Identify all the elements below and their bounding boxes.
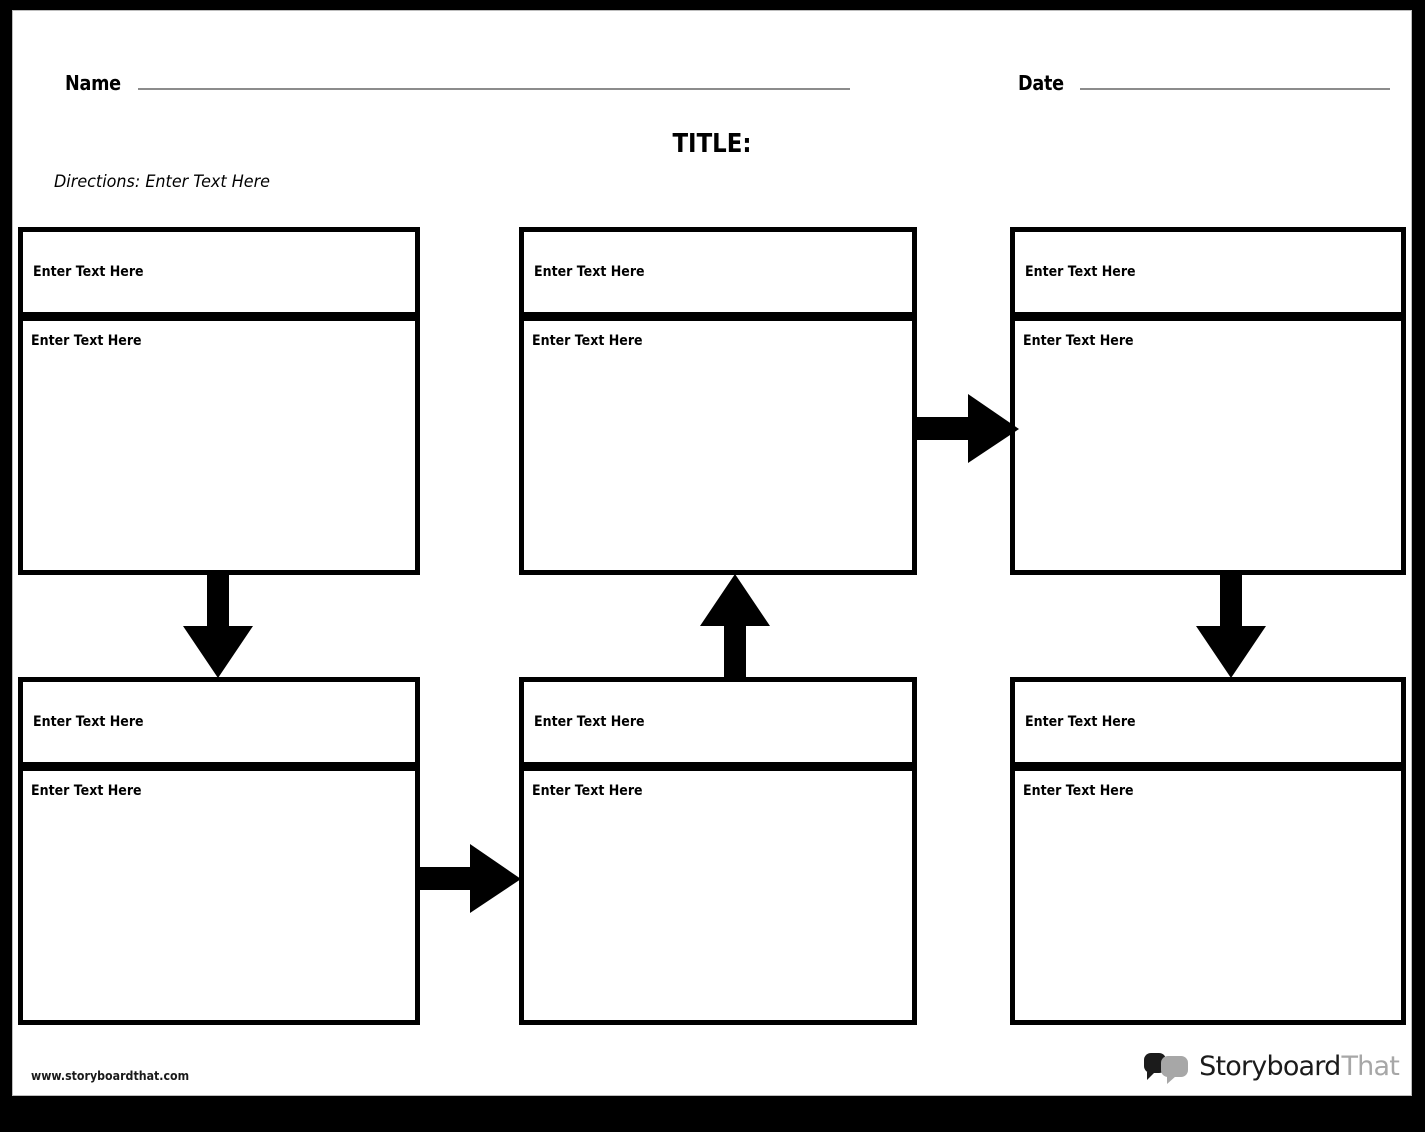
cell-header-bottom-left[interactable]: Enter Text Here	[18, 677, 420, 767]
cell-header-text: Enter Text Here	[1025, 714, 1136, 730]
speech-bubble-gray-icon	[1161, 1056, 1189, 1084]
cell-body-text: Enter Text Here	[1023, 783, 1134, 799]
directions-text[interactable]: Directions: Enter Text Here	[54, 172, 270, 192]
cell-header-text: Enter Text Here	[534, 714, 645, 730]
cell-header-top-right[interactable]: Enter Text Here	[1010, 227, 1406, 317]
name-field[interactable]: Name	[65, 71, 851, 95]
cycle-cell-bottom-right: Enter Text Here Enter Text Here	[1010, 677, 1406, 1025]
worksheet-page: Name Date TITLE: Directions: Enter Text …	[13, 11, 1411, 1095]
cycle-cell-top-right: Enter Text Here Enter Text Here	[1010, 227, 1406, 575]
brand-name-secondary: That	[1341, 1050, 1399, 1082]
cell-body-text: Enter Text Here	[1023, 333, 1134, 349]
arrow-up-center-icon	[699, 574, 771, 679]
cycle-chart-grid: Enter Text Here Enter Text Here Enter Te…	[13, 11, 1411, 1095]
cell-header-bottom-right[interactable]: Enter Text Here	[1010, 677, 1406, 767]
cell-header-top-left[interactable]: Enter Text Here	[18, 227, 420, 317]
cell-header-text: Enter Text Here	[33, 714, 144, 730]
cycle-cell-bottom-center: Enter Text Here Enter Text Here	[519, 677, 917, 1025]
cell-body-top-right[interactable]: Enter Text Here	[1010, 317, 1406, 575]
cell-body-text: Enter Text Here	[532, 333, 643, 349]
cycle-cell-top-center: Enter Text Here Enter Text Here	[519, 227, 917, 575]
cell-body-top-left[interactable]: Enter Text Here	[18, 317, 420, 575]
cell-body-text: Enter Text Here	[31, 783, 142, 799]
arrow-down-left-icon	[182, 574, 254, 679]
cell-header-text: Enter Text Here	[33, 264, 144, 280]
page-title[interactable]: TITLE:	[672, 129, 752, 159]
cell-header-text: Enter Text Here	[1025, 264, 1136, 280]
cell-body-bottom-left[interactable]: Enter Text Here	[18, 767, 420, 1025]
date-label: Date	[1018, 71, 1064, 95]
date-field[interactable]: Date	[1018, 71, 1391, 95]
cell-body-bottom-center[interactable]: Enter Text Here	[519, 767, 917, 1025]
footer-website-url[interactable]: www.storyboardthat.com	[31, 1069, 190, 1083]
arrow-right-top-icon	[916, 394, 1020, 464]
cell-header-bottom-center[interactable]: Enter Text Here	[519, 677, 917, 767]
arrow-right-bottom-icon	[418, 844, 522, 914]
cell-body-text: Enter Text Here	[31, 333, 142, 349]
name-label: Name	[65, 71, 121, 95]
cycle-cell-top-left: Enter Text Here Enter Text Here	[18, 227, 420, 575]
cell-body-top-center[interactable]: Enter Text Here	[519, 317, 917, 575]
storyboardthat-logo[interactable]: Storyboard That	[1144, 1050, 1400, 1084]
speech-bubbles-icon	[1144, 1051, 1190, 1084]
cell-header-top-center[interactable]: Enter Text Here	[519, 227, 917, 317]
speech-bubble-dark-icon	[1144, 1053, 1167, 1080]
cycle-cell-bottom-left: Enter Text Here Enter Text Here	[18, 677, 420, 1025]
cell-body-bottom-right[interactable]: Enter Text Here	[1010, 767, 1406, 1025]
date-write-line[interactable]	[1080, 88, 1391, 90]
arrow-down-right-icon	[1195, 574, 1267, 679]
cell-header-text: Enter Text Here	[534, 264, 645, 280]
name-write-line[interactable]	[138, 88, 851, 90]
cell-body-text: Enter Text Here	[532, 783, 643, 799]
brand-name-primary: Storyboard	[1199, 1050, 1341, 1082]
